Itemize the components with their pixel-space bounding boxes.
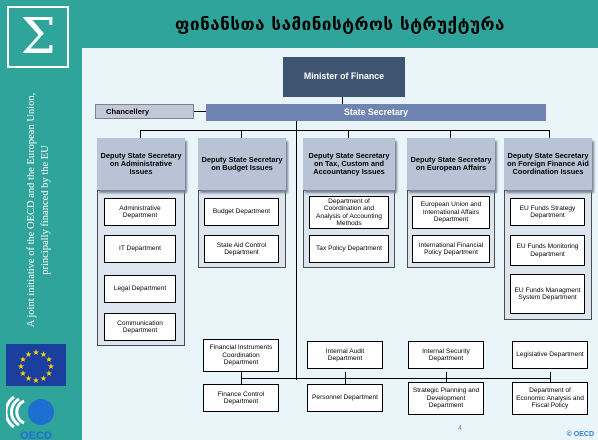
oecd-copyright: © OECD	[566, 431, 594, 438]
connector-bottom-4	[550, 372, 551, 384]
sigma-logo: Σ	[7, 6, 69, 68]
state-secretary-box[interactable]: State Secretary	[206, 104, 546, 121]
department-box[interactable]: Department of Coordination and Analysis …	[309, 196, 389, 229]
left-sidebar: Σ A joint initiative of the OECD and the…	[0, 0, 82, 440]
department-box[interactable]: EU Funds Strategy Department	[510, 198, 585, 226]
svg-text:★: ★	[19, 369, 26, 378]
svg-text:★: ★	[17, 362, 24, 371]
svg-text:★: ★	[25, 350, 32, 359]
sidebar-vertical-text: A joint initiative of the OECD and the E…	[26, 92, 51, 328]
department-box[interactable]: EU Funds Monitoring Department	[510, 235, 585, 266]
department-box[interactable]: European Union and International Affairs…	[412, 196, 490, 229]
department-box[interactable]: Administrative Department	[104, 198, 176, 226]
department-box[interactable]: Budget Department	[204, 198, 279, 226]
svg-text:★: ★	[40, 374, 47, 383]
department-box[interactable]: IT Department	[104, 235, 176, 263]
connector-secretary-down	[296, 121, 297, 380]
department-box[interactable]: EU Funds Managment System Department	[510, 274, 585, 314]
direct-department-box[interactable]: Finance Control Department	[203, 384, 279, 412]
page-number: 4	[458, 425, 462, 432]
deputy-foreign-aid-heading[interactable]: Deputy State Secretary on Foreign Financ…	[504, 138, 592, 190]
connector-bottom-2	[345, 372, 346, 384]
department-box[interactable]: Tax Policy Department	[309, 235, 389, 263]
deputy-budget-heading[interactable]: Deputy State Secretary on Budget Issues	[198, 138, 286, 190]
connector-deputy-3	[348, 130, 349, 138]
connector-bottom-1	[241, 372, 242, 384]
svg-text:★: ★	[32, 348, 39, 357]
connector-deputy-1	[140, 130, 141, 138]
connector-bottom-horizontal	[241, 378, 551, 379]
department-box[interactable]: Legal Department	[104, 275, 176, 303]
connector-bottom-3	[446, 372, 447, 384]
svg-text:★: ★	[45, 369, 52, 378]
connector-deputies-horizontal	[140, 130, 550, 131]
connector-deputy-2	[241, 130, 242, 138]
minister-box[interactable]: Minister of Finance	[283, 57, 405, 97]
direct-department-box[interactable]: Strategic Planning and Development Depar…	[408, 382, 484, 415]
direct-department-box[interactable]: Department of Economic Analysis and Fisc…	[512, 382, 588, 415]
sidebar-vertical-text-frame: A joint initiative of the OECD and the E…	[4, 80, 74, 340]
deputy-tax-heading[interactable]: Deputy State Secretary on Tax, Custom an…	[303, 138, 395, 190]
direct-department-box[interactable]: Financial Instruments Coordination Depar…	[203, 339, 279, 372]
direct-department-box[interactable]: Legislative Department	[512, 341, 588, 369]
department-box[interactable]: Communication Department	[104, 313, 176, 341]
department-box[interactable]: State Aid Control Department	[204, 235, 279, 263]
svg-text:★: ★	[45, 355, 52, 364]
direct-department-box[interactable]: Personnel Department	[307, 384, 383, 412]
connector-minister-secretary	[342, 97, 343, 104]
title-bar: ფინანსთა სამინისტროს სტრუქტურა	[82, 0, 598, 48]
connector-deputy-5	[549, 130, 550, 138]
svg-text:★: ★	[32, 376, 39, 385]
direct-department-box[interactable]: Internal Security Department	[408, 341, 484, 369]
svg-text:★: ★	[19, 355, 26, 364]
oecd-logo-text: OECD	[20, 430, 52, 440]
deputy-admin-heading[interactable]: Deputy State Secretary on Administrative…	[97, 138, 185, 190]
eu-flag-icon: ★★★ ★★★ ★★★ ★★★	[6, 344, 66, 386]
connector-chancellery	[194, 111, 206, 112]
connector-deputy-4	[450, 130, 451, 138]
department-box[interactable]: International Financial Policy Departmen…	[412, 235, 490, 263]
slide-title: ფინანსთა სამინისტროს სტრუქტურა	[175, 15, 505, 35]
svg-text:★: ★	[40, 350, 47, 359]
chancellery-box[interactable]: Chancellery	[95, 104, 194, 119]
deputy-european-heading[interactable]: Deputy State Secretary on European Affai…	[407, 138, 495, 190]
svg-text:★: ★	[47, 362, 54, 371]
sigma-symbol: Σ	[20, 7, 56, 65]
oecd-logo-icon: OECD	[6, 395, 54, 440]
svg-text:★: ★	[25, 374, 32, 383]
direct-department-box[interactable]: Internal Audit Department	[307, 341, 383, 369]
